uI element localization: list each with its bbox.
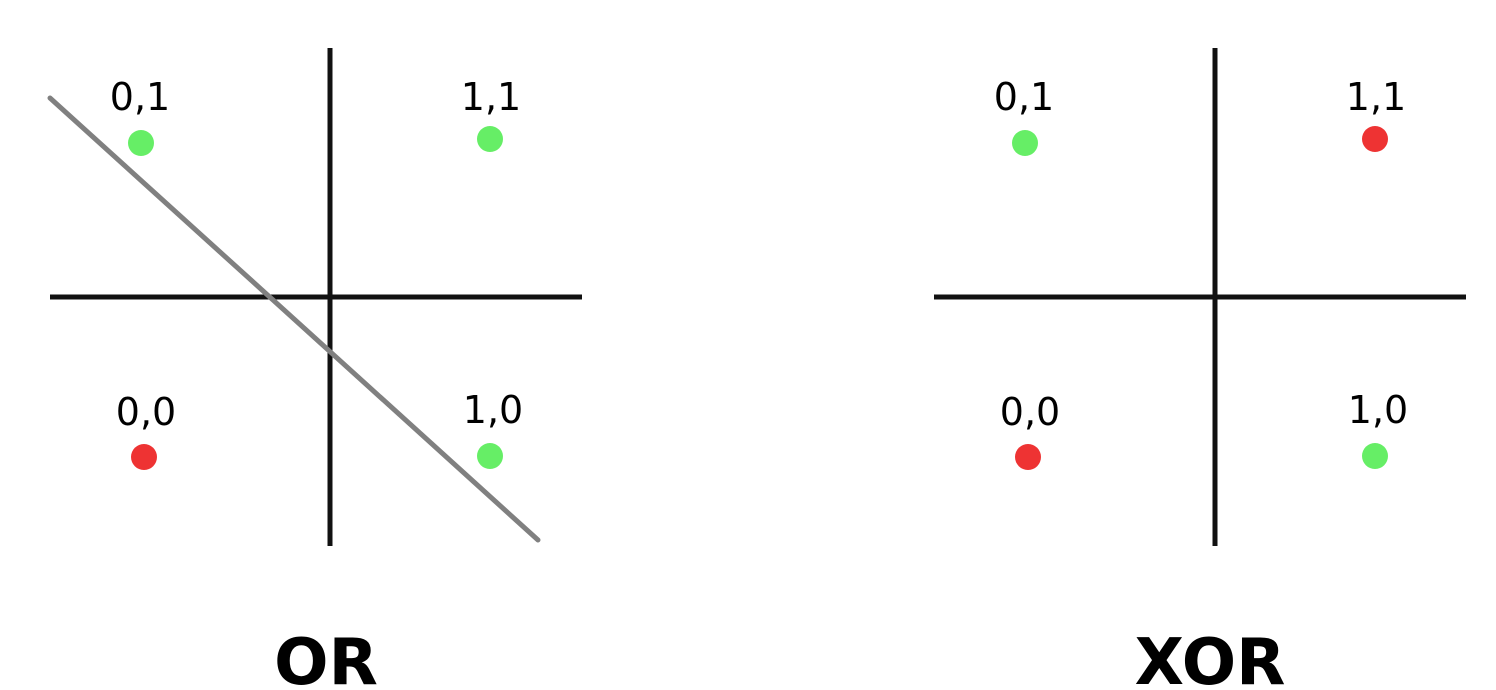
xor-label-0-0: 0,0 — [1000, 390, 1060, 434]
or-title: OR — [274, 626, 378, 690]
xor-point-0-1 — [1012, 130, 1038, 156]
or-decision-line — [47, 95, 541, 543]
xor-label-0-1: 0,1 — [994, 75, 1054, 119]
or-label-1-0: 1,0 — [463, 388, 523, 432]
xor-point-0-0 — [1015, 444, 1041, 470]
panel-or: 0,1 1,1 0,0 1,0 OR — [47, 48, 582, 690]
xor-point-1-0 — [1362, 443, 1388, 469]
xor-label-1-1: 1,1 — [1346, 75, 1406, 119]
or-point-0-1 — [128, 130, 154, 156]
panel-xor: 0,1 1,1 0,0 1,0 XOR — [934, 48, 1466, 690]
xor-title: XOR — [1135, 626, 1286, 690]
or-point-1-1 — [477, 126, 503, 152]
or-label-0-1: 0,1 — [110, 75, 170, 119]
xor-point-1-1 — [1362, 126, 1388, 152]
or-label-1-1: 1,1 — [461, 75, 521, 119]
or-point-1-0 — [477, 443, 503, 469]
xor-label-1-0: 1,0 — [1348, 388, 1408, 432]
or-point-0-0 — [131, 444, 157, 470]
or-label-0-0: 0,0 — [116, 390, 176, 434]
